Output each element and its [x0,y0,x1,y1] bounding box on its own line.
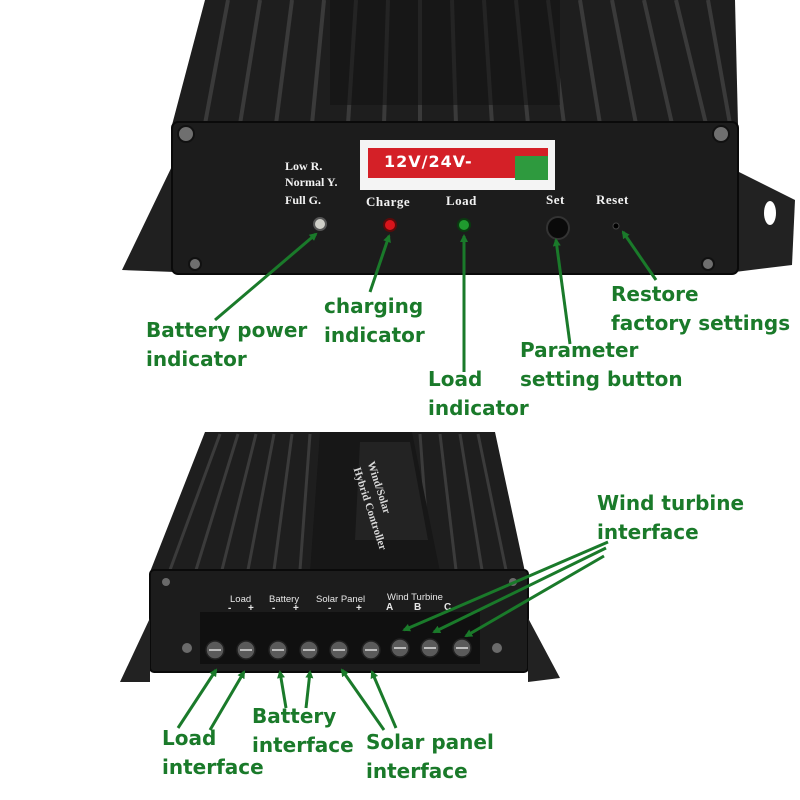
terminal-label-solar: Solar Panel [316,594,366,605]
arrow-wind-a [402,540,609,632]
terminal-label-battery: Battery [269,594,300,605]
terminal-sign: B [414,602,422,613]
annotation-load-indicator: Load indicator [428,367,529,420]
legend-full: Full G. [285,193,322,207]
arrow-wind-c [464,554,605,638]
arrow-load-plus [208,670,246,731]
label-set: Set [546,192,565,207]
terminal-sign: - [328,603,332,614]
annotation-parameter: Parameter setting button [520,338,683,391]
arrow-solar-plus [370,670,398,729]
terminal-label-wind: Wind Turbine [387,592,443,603]
arrow-battery-plus [304,670,314,709]
legend-normal: Normal Y. [285,175,338,189]
arrow-restore [621,230,658,281]
arrow-parameter [552,238,572,345]
terminal-sign: - [228,603,232,614]
bottom-controller-body [120,432,560,682]
arrow-battery-power [214,232,318,322]
terminal-sign: C [444,602,452,613]
terminal-label-load: Load [230,594,252,605]
arrow-load-minus [176,668,218,729]
label-charge: Charge [366,194,411,209]
arrow-wind-b [432,546,607,634]
legend-low: Low R. [285,159,323,173]
annotation-charging: charging indicator [324,294,425,347]
arrow-battery-minus [277,670,288,709]
terminal-sign: - [272,603,276,614]
label-reset: Reset [596,192,629,207]
arrow-solar-minus [340,668,386,731]
terminal-sign: + [248,603,254,614]
terminal-sign: + [356,603,362,614]
terminal-sign: A [386,602,394,613]
voltage-sticker: 12V/24V- [384,152,473,171]
annotation-battery-interface: Battery interface [252,704,354,757]
bottom-controller-photo: Wind/Solar Hybrid Controller Load Batter… [0,420,800,800]
terminal-sign: + [293,603,299,614]
annotation-load-interface: Load interface [162,726,264,779]
annotation-restore: Restore factory settings [611,282,791,335]
arrow-charging [368,234,391,293]
label-load: Load [446,193,477,208]
annotation-solar-interface: Solar panel interface [366,730,494,783]
annotation-battery-power: Battery power indicator [146,318,308,371]
annotation-wind: Wind turbine interface [597,491,745,544]
